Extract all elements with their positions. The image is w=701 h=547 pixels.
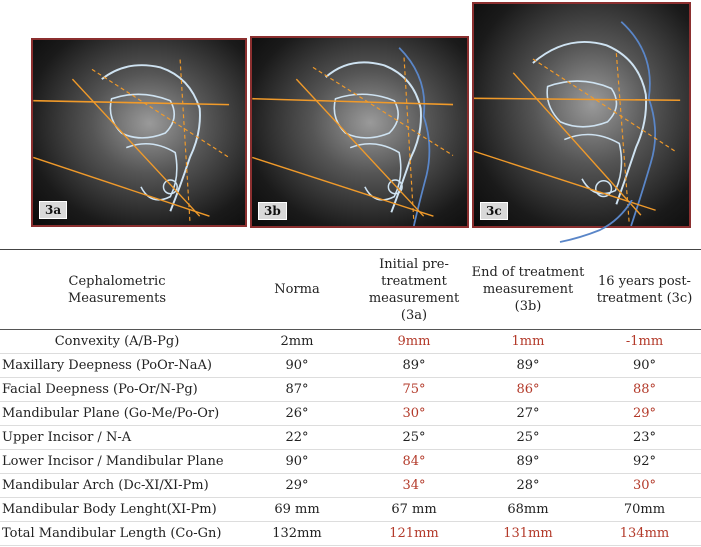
measurement-value: 1mm: [468, 329, 588, 354]
measurement-value: 89°: [360, 353, 468, 378]
measurement-value: 90°: [234, 449, 360, 475]
table-row: Facial Deepness (Po-Or/N-Pg)87°75°86°88°: [0, 377, 701, 402]
header-cephalometric-measurements: Cephalometric Measurements: [0, 251, 234, 330]
cephalometric-measurements-table: Cephalometric Measurements Norma Initial…: [0, 251, 701, 547]
measurement-value: 132mm: [234, 521, 360, 547]
measurement-value: 69 mm: [234, 497, 360, 523]
cephalometric-tracing-3b: [252, 47, 454, 226]
cephalometric-tracing-3c: [474, 21, 681, 226]
measurement-label: Maxillary Deepness (PoOr-NaA): [0, 353, 234, 378]
xray-panel-3b: 3b: [250, 36, 469, 228]
measurement-value: 92°: [588, 449, 701, 475]
measurement-value: 2mm: [234, 329, 360, 354]
header-end-of-treatment: End of treatment measurement (3b): [468, 251, 588, 330]
table-top-rule: [0, 249, 701, 250]
measurement-label: Total Mandibular Length (Co-Gn): [0, 521, 234, 547]
profile-line-overflow: [559, 200, 633, 243]
panel-label-3a: 3a: [39, 201, 68, 219]
table-row: Maxillary Deepness (PoOr-NaA)90°89°89°90…: [0, 353, 701, 378]
measurement-value: 90°: [588, 353, 701, 378]
header-16-years-post-treatment: 16 years post-treatment (3c): [588, 251, 701, 330]
measurement-value: 75°: [360, 377, 468, 402]
table-row: Mandibular Arch (Dc-XI/XI-Pm)29°34°28°30…: [0, 473, 701, 499]
measurement-value: 28°: [468, 473, 588, 499]
measurement-label: Mandibular Arch (Dc-XI/XI-Pm): [0, 473, 234, 499]
measurement-value: 29°: [588, 401, 701, 426]
measurement-label: Lower Incisor / Mandibular Plane: [0, 449, 234, 475]
xray-panel-3c: 3c: [472, 2, 691, 228]
header-initial-pre-treatment: Initial pre-treatment measurement (3a): [360, 251, 468, 330]
measurement-value: 121mm: [360, 521, 468, 547]
measurement-label: Mandibular Plane (Go-Me/Po-Or): [0, 401, 234, 426]
measurement-value: 27°: [468, 401, 588, 426]
measurement-value: -1mm: [588, 329, 701, 354]
measurement-value: 86°: [468, 377, 588, 402]
cephalometric-figure: 3a 3b 3c: [0, 0, 701, 245]
measurement-value: 30°: [360, 401, 468, 426]
panel-label-3b: 3b: [258, 202, 287, 220]
measurement-value: 84°: [360, 449, 468, 475]
measurement-value: 9mm: [360, 329, 468, 354]
measurement-value: 87°: [234, 377, 360, 402]
measurement-value: 25°: [360, 425, 468, 450]
measurement-value: 134mm: [588, 521, 701, 547]
measurement-value: 29°: [234, 473, 360, 499]
measurement-value: 131mm: [468, 521, 588, 547]
xray-panel-3a: 3a: [31, 38, 247, 227]
measurement-value: 89°: [468, 353, 588, 378]
measurement-value: 34°: [360, 473, 468, 499]
measurement-value: 67 mm: [360, 497, 468, 523]
measurement-label: Convexity (A/B-Pg): [0, 329, 234, 354]
table-row: Mandibular Plane (Go-Me/Po-Or)26°30°27°2…: [0, 401, 701, 426]
table-header-row: Cephalometric Measurements Norma Initial…: [0, 251, 701, 330]
measurement-value: 30°: [588, 473, 701, 499]
measurement-label: Mandibular Body Lenght(XI-Pm): [0, 497, 234, 523]
measurement-value: 22°: [234, 425, 360, 450]
measurement-value: 25°: [468, 425, 588, 450]
measurement-value: 70mm: [588, 497, 701, 523]
measurement-value: 88°: [588, 377, 701, 402]
measurement-value: 90°: [234, 353, 360, 378]
measurement-value: 89°: [468, 449, 588, 475]
measurement-label: Upper Incisor / N-A: [0, 425, 234, 450]
header-norma: Norma: [234, 251, 360, 330]
measurement-value: 23°: [588, 425, 701, 450]
cephalometric-tracing-3a: [33, 59, 230, 222]
measurement-label: Facial Deepness (Po-Or/N-Pg): [0, 377, 234, 402]
panel-label-3c: 3c: [480, 202, 508, 220]
measurement-value: 68mm: [468, 497, 588, 523]
measurement-value: 26°: [234, 401, 360, 426]
